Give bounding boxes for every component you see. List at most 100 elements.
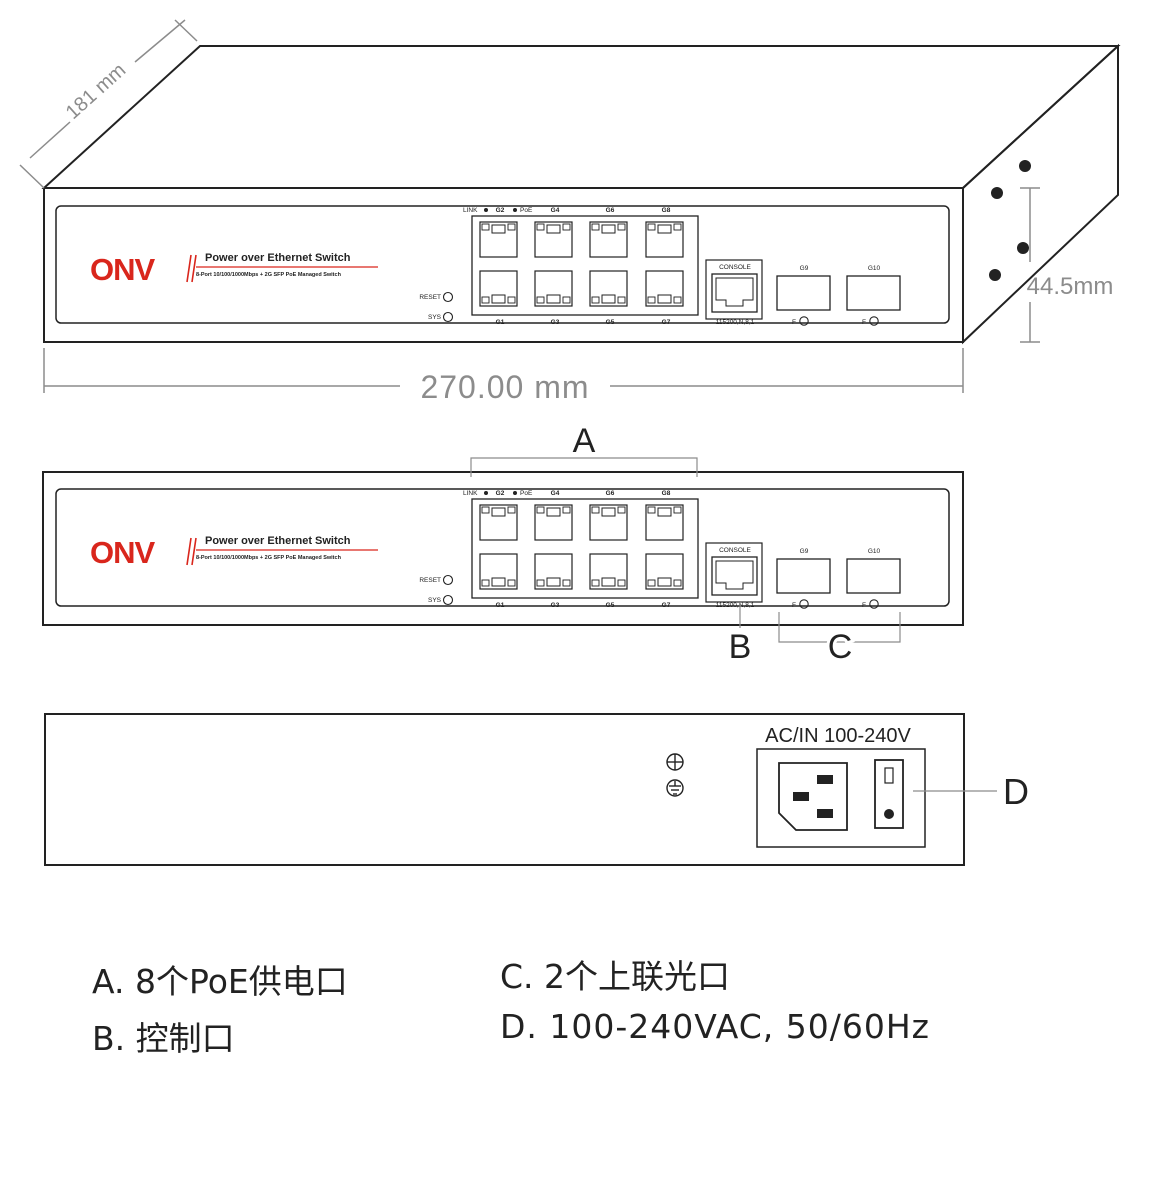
sfp-port[interactable] bbox=[846, 558, 901, 594]
depth-dimension-label: 181 mm bbox=[62, 59, 130, 124]
link-led-icon bbox=[484, 208, 488, 212]
port-latch bbox=[657, 577, 672, 587]
port-label: G2 bbox=[496, 490, 505, 497]
poe-led-label: PoE bbox=[520, 207, 533, 214]
port-label: G2 bbox=[496, 207, 505, 214]
power-switch-off-mark bbox=[884, 809, 894, 819]
port-led bbox=[481, 506, 490, 514]
port-label: G1 bbox=[496, 319, 505, 326]
port-label: G4 bbox=[551, 490, 560, 497]
screw-icon bbox=[989, 269, 1001, 281]
callout-d: D bbox=[1003, 771, 1029, 812]
sys-label: SYS bbox=[428, 314, 442, 321]
rj45-port-block bbox=[471, 215, 699, 316]
port-led bbox=[507, 506, 516, 514]
port-latch bbox=[491, 224, 506, 234]
port-led bbox=[591, 296, 600, 304]
screw-icon bbox=[1017, 242, 1029, 254]
console-port-outline bbox=[715, 560, 754, 590]
sfp-port[interactable] bbox=[776, 275, 831, 311]
power-switch[interactable] bbox=[874, 759, 904, 829]
rj45-port bbox=[534, 504, 573, 541]
sfp-led bbox=[869, 316, 879, 326]
port-label: G1 bbox=[496, 602, 505, 609]
sfp-led-label: F bbox=[792, 602, 796, 609]
power-switch-on-mark bbox=[884, 767, 894, 784]
screw-icon bbox=[1019, 160, 1031, 172]
rj45-port bbox=[589, 553, 628, 590]
product-title: Power over Ethernet Switch bbox=[205, 252, 351, 264]
port-led bbox=[617, 223, 626, 231]
rj45-port bbox=[645, 553, 684, 590]
rj45-port bbox=[534, 221, 573, 258]
legend-item-d: D. 100-240VAC, 50/60Hz bbox=[500, 1007, 930, 1046]
rj45-port bbox=[645, 270, 684, 307]
port-led bbox=[591, 506, 600, 514]
port-latch bbox=[601, 224, 616, 234]
port-led bbox=[647, 579, 656, 587]
width-dimension-label: 270.00 mm bbox=[420, 369, 589, 405]
port-latch bbox=[657, 224, 672, 234]
sfp-port-label: G9 bbox=[800, 265, 809, 272]
height-dimension-label: 44.5mm bbox=[1027, 273, 1114, 300]
depth-tick-front bbox=[19, 164, 45, 189]
callout-c: C bbox=[828, 628, 853, 666]
rj45-port bbox=[479, 553, 518, 590]
console-label: CONSOLE bbox=[719, 547, 751, 554]
port-label: G7 bbox=[662, 602, 671, 609]
rj45-port bbox=[589, 270, 628, 307]
ground-symbol-icon bbox=[666, 753, 684, 797]
port-led bbox=[536, 296, 545, 304]
port-latch bbox=[546, 507, 561, 517]
reset-button[interactable] bbox=[442, 291, 454, 303]
port-led bbox=[507, 223, 516, 231]
rj45-port bbox=[534, 270, 573, 307]
sfp-port-label: G10 bbox=[868, 265, 881, 272]
port-label: G8 bbox=[662, 207, 671, 214]
port-led bbox=[507, 579, 516, 587]
poe-led-label: PoE bbox=[520, 490, 533, 497]
port-label: G4 bbox=[551, 207, 560, 214]
rj45-port bbox=[479, 221, 518, 258]
front-panel-bezel bbox=[55, 205, 950, 324]
port-led bbox=[673, 296, 682, 304]
dimension-lines bbox=[19, 19, 1040, 393]
legend-item-a: A. 8个PoE供电口 bbox=[92, 962, 348, 1001]
callout-lines bbox=[470, 457, 901, 643]
console-params: 115200,N,8,1 bbox=[716, 319, 755, 326]
sfp-port-label: G9 bbox=[800, 548, 809, 555]
port-led bbox=[481, 579, 490, 587]
product-subtitle: 8-Port 10/100/1000Mbps + 2G SFP PoE Mana… bbox=[196, 555, 342, 561]
port-latch bbox=[601, 577, 616, 587]
port-latch bbox=[657, 294, 672, 304]
port-led bbox=[673, 223, 682, 231]
port-led bbox=[673, 579, 682, 587]
console-frame bbox=[705, 542, 763, 603]
front-panel-bezel bbox=[55, 488, 950, 607]
rear-view-frame bbox=[44, 713, 965, 866]
port-latch bbox=[546, 224, 561, 234]
sfp-led bbox=[799, 599, 809, 609]
port-led bbox=[647, 506, 656, 514]
sfp-led-label: F bbox=[862, 319, 866, 326]
rj45-port bbox=[645, 221, 684, 258]
rj45-port bbox=[589, 504, 628, 541]
console-port[interactable] bbox=[711, 273, 758, 313]
sfp-led bbox=[869, 599, 879, 609]
reset-label: RESET bbox=[419, 294, 441, 301]
console-frame bbox=[705, 259, 763, 320]
poe-led-icon bbox=[513, 208, 517, 212]
port-latch bbox=[657, 507, 672, 517]
link-led-label: LINK bbox=[463, 490, 478, 497]
port-label: G3 bbox=[551, 602, 560, 609]
console-port[interactable] bbox=[711, 556, 758, 596]
socket-pin bbox=[817, 775, 833, 784]
brand-slash bbox=[186, 537, 197, 566]
port-latch bbox=[601, 294, 616, 304]
sfp-port[interactable] bbox=[846, 275, 901, 311]
reset-button[interactable] bbox=[442, 574, 454, 586]
port-label: G6 bbox=[606, 207, 615, 214]
sfp-port[interactable] bbox=[776, 558, 831, 594]
